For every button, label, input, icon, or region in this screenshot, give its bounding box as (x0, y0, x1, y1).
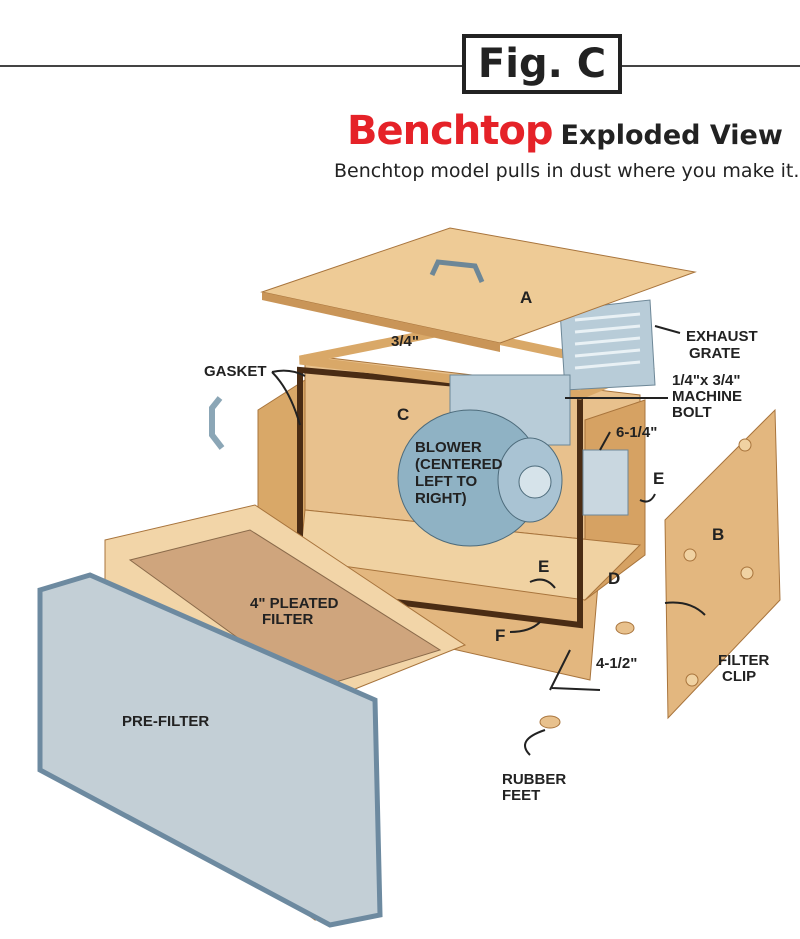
callout-rubber-feet-1: RUBBER (502, 771, 566, 788)
dimension-blower-offset: 6-1/4" (616, 424, 657, 441)
motor-end-cap (518, 465, 552, 499)
part-label-c: C (397, 405, 409, 424)
dimension-base-overhang: 4-1/2" (596, 655, 637, 672)
dimension-gap: 3/4" (391, 333, 419, 350)
callout-pre-filter: PRE-FILTER (122, 713, 209, 730)
pre-filter (37, 572, 383, 928)
callout-exhaust-grate-1: EXHAUST (686, 328, 758, 345)
lid-edge (262, 292, 500, 352)
title-rest: Exploded View (560, 120, 783, 151)
header-rule-left (0, 65, 462, 67)
callout-blower-1: BLOWER (415, 439, 482, 456)
callout-blower-3: LEFT TO (415, 473, 478, 490)
part-label-a: A (520, 288, 532, 307)
lid-handle (429, 259, 485, 284)
rubber-foot (539, 715, 561, 729)
callout-filter-clip-1: FILTER (718, 652, 770, 669)
rubber-foot (615, 621, 635, 635)
callout-bolt-1: 1/4"x 3/4" (672, 372, 740, 389)
part-label-e: E (538, 557, 549, 576)
switch-box (582, 449, 629, 516)
figure-subtitle: Benchtop model pulls in dust where you m… (334, 160, 800, 182)
side-panel-b (664, 408, 781, 720)
part-label-d: D (608, 569, 620, 588)
callout-gasket: GASKET (204, 363, 267, 380)
part-label-f: F (495, 626, 505, 645)
callout-bolt-3: BOLT (672, 404, 712, 421)
callout-blower-4: RIGHT) (415, 490, 467, 507)
panel-b-knobs (683, 438, 754, 687)
callout-rubber-feet-2: FEET (502, 787, 540, 804)
header-rule-right (622, 65, 800, 67)
figure-label: Fig. C (462, 34, 622, 94)
callout-filter-clip-2: CLIP (722, 668, 756, 685)
part-label-e: E (653, 469, 664, 488)
callout-blower-2: (CENTERED (415, 456, 503, 473)
callout-pleated-filter-1: 4" PLEATED (250, 595, 339, 612)
callout-bolt-2: MACHINE (672, 388, 742, 405)
callout-exhaust-grate-2: GRATE (689, 345, 740, 362)
leader-lines (271, 325, 706, 756)
grate-louvers (574, 312, 641, 370)
callout-pleated-filter-2: FILTER (262, 611, 314, 628)
loose-handle (209, 396, 225, 450)
part-label-b: B (712, 525, 724, 544)
title-highlight: Benchtop (347, 108, 554, 154)
